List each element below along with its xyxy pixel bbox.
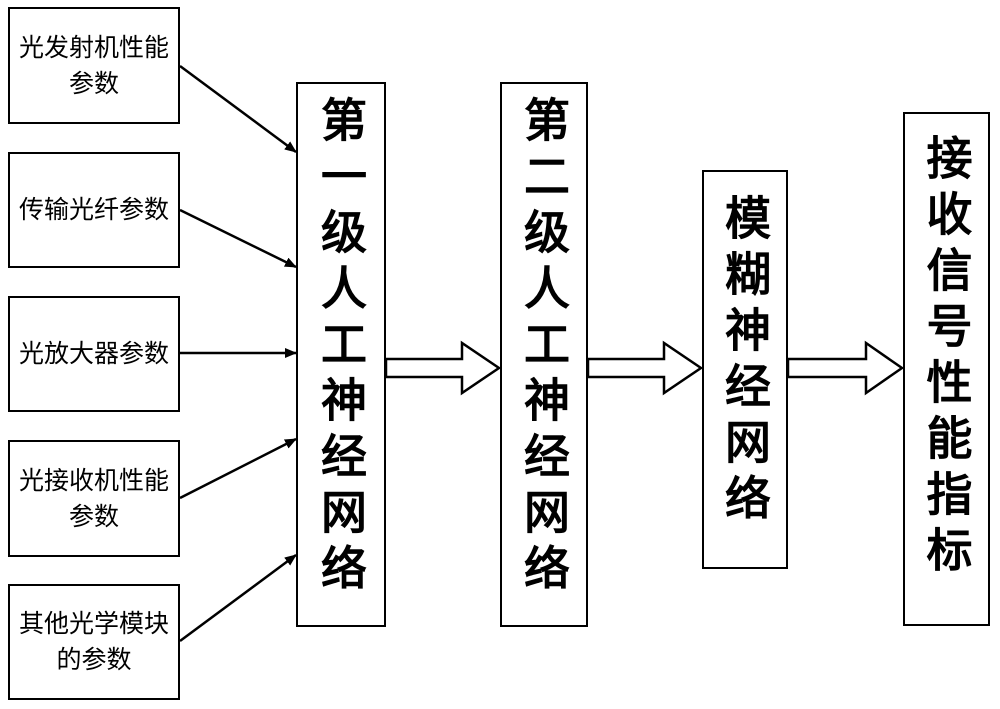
arrow-transmitter-to-ann1 — [179, 64, 297, 154]
arrow-fiber-to-ann1 — [179, 208, 297, 269]
hollow-arrow-ann1-to-ann2 — [384, 340, 502, 396]
stage-first-ann-label: 第一级人工神经网络 — [314, 96, 368, 600]
input-label-fiber: 传输光纤参数 — [19, 195, 170, 224]
input-box-transmitter: 光发射机性能参数 — [8, 7, 180, 124]
input-label-amplifier: 光放大器参数 — [19, 339, 170, 368]
hollow-arrow-fuzzy-to-output — [786, 340, 905, 396]
input-label-other-modules: 其他光学模块的参数 — [19, 609, 170, 674]
stage-first-ann: 第一级人工神经网络 — [296, 82, 386, 627]
arrow-receiver-to-ann1 — [179, 437, 297, 500]
stage-fuzzy-nn-label: 模糊神经网络 — [718, 194, 772, 530]
stage-second-ann: 第二级人工神经网络 — [500, 82, 588, 627]
arrow-other-to-ann1 — [179, 553, 297, 643]
input-label-transmitter: 光发射机性能参数 — [19, 32, 170, 98]
stage-output-label: 接收信号性能指标 — [919, 134, 974, 582]
input-box-receiver: 光接收机性能参数 — [8, 440, 180, 557]
stage-fuzzy-nn: 模糊神经网络 — [702, 170, 788, 569]
stage-second-ann-label: 第二级人工神经网络 — [517, 96, 571, 600]
stage-output: 接收信号性能指标 — [903, 112, 990, 626]
input-label-receiver: 光接收机性能参数 — [19, 465, 170, 531]
input-box-amplifier: 光放大器参数 — [8, 296, 180, 412]
hollow-arrow-ann2-to-fuzzy — [586, 340, 704, 396]
input-box-fiber: 传输光纤参数 — [8, 152, 180, 268]
input-box-other-modules: 其他光学模块的参数 — [8, 584, 180, 700]
